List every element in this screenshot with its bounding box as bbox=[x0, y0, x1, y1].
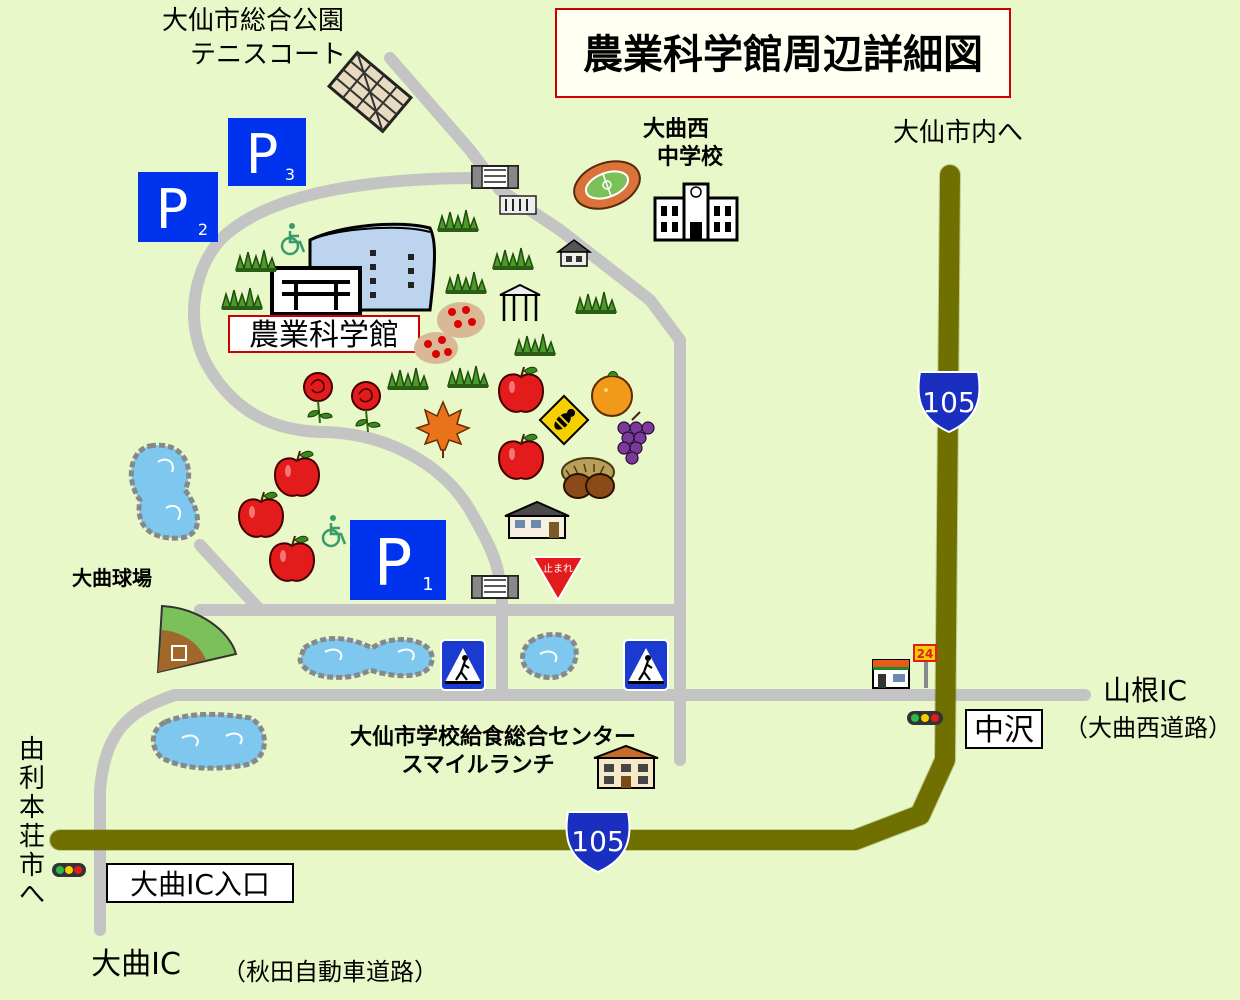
pond-icon bbox=[297, 636, 435, 680]
label-yamane-sub: （大曲西道路） bbox=[1064, 714, 1232, 742]
road-tennis-diagonal bbox=[384, 52, 686, 766]
label-akita-expressway: （秋田自動車道路） bbox=[222, 958, 438, 986]
label-nakazawa: 中沢 bbox=[974, 713, 1034, 748]
route-105-sign: 105 bbox=[565, 811, 631, 874]
crosswalk-sign-icon bbox=[622, 638, 670, 692]
svg-text:1: 1 bbox=[422, 574, 433, 595]
grass-icon bbox=[492, 247, 534, 271]
orange-icon bbox=[591, 371, 633, 417]
arbor-icon bbox=[499, 283, 541, 321]
convenience-store-icon: 24 bbox=[872, 644, 937, 689]
label-omagari-ic-entrance: 大曲IC入口 bbox=[130, 868, 270, 901]
chestnut-icon bbox=[561, 457, 615, 499]
label-to-yurihonjo: 由利本荘市へ bbox=[19, 735, 45, 910]
school-building-icon bbox=[653, 182, 739, 242]
svg-text:P: P bbox=[156, 178, 189, 241]
svg-text:3: 3 bbox=[285, 165, 295, 184]
stop-sign-icon: 止まれ bbox=[531, 556, 585, 602]
svg-text:2: 2 bbox=[198, 220, 208, 239]
label-to-daisen: 大仙市内へ bbox=[893, 118, 1023, 148]
flower-bed-icon bbox=[414, 302, 485, 364]
label-school-line2: 中学校 bbox=[657, 144, 724, 170]
nakazawa-label-box: 中沢 bbox=[965, 709, 1043, 749]
baseball-field-icon bbox=[156, 604, 238, 674]
grass-icon bbox=[221, 287, 263, 311]
bee-warning-icon bbox=[538, 394, 590, 446]
gate-icon bbox=[499, 195, 537, 215]
svg-text:P: P bbox=[374, 527, 413, 601]
rose-icon bbox=[351, 381, 381, 433]
map-title-box: 農業科学館周辺詳細図 bbox=[555, 8, 1011, 98]
apple-icon bbox=[498, 366, 544, 413]
road-left-diagonal bbox=[194, 539, 266, 616]
pond-icon bbox=[128, 442, 200, 541]
tennis-court-icon bbox=[326, 50, 414, 134]
svg-text:由利本荘市へ: 由利本荘市へ bbox=[19, 735, 45, 910]
wheelchair-icon bbox=[280, 221, 306, 256]
parking-p1: P 1 bbox=[350, 520, 446, 601]
grass-icon bbox=[437, 209, 479, 233]
house-icon bbox=[593, 744, 659, 789]
label-tennis-line2: テニスコート bbox=[190, 40, 346, 70]
grass-icon bbox=[445, 271, 487, 295]
parking-p2: P 2 bbox=[138, 172, 218, 242]
apple-icon bbox=[269, 535, 315, 582]
label-convenience-24: 24 bbox=[917, 647, 934, 661]
rose-icon bbox=[303, 372, 333, 424]
grass-icon bbox=[447, 365, 489, 389]
label-museum: 農業科学館 bbox=[249, 318, 399, 353]
traffic-light-icon bbox=[52, 863, 86, 877]
house-icon bbox=[504, 500, 570, 539]
label-lunch-center-line2: スマイルランチ bbox=[401, 753, 554, 778]
grape-icon bbox=[617, 411, 655, 465]
apple-icon bbox=[498, 433, 544, 480]
maple-leaf-icon bbox=[415, 400, 471, 458]
grass-icon bbox=[575, 291, 617, 315]
apple-icon bbox=[238, 491, 284, 538]
traffic-light-icon bbox=[907, 711, 943, 725]
museum-building-icon bbox=[270, 222, 436, 316]
svg-text:105: 105 bbox=[571, 825, 624, 858]
label-school-line1: 大曲西 bbox=[643, 117, 709, 142]
svg-text:P: P bbox=[246, 123, 279, 186]
gate-icon bbox=[471, 575, 519, 599]
grass-icon bbox=[514, 333, 556, 357]
road-to-omagari-ic bbox=[94, 689, 181, 936]
roads bbox=[94, 52, 1091, 936]
house-icon bbox=[555, 239, 593, 267]
label-stop-sign: 止まれ bbox=[543, 563, 573, 575]
label-yamane-ic: 山根IC bbox=[1103, 674, 1187, 707]
apple-icon bbox=[274, 450, 320, 497]
route-105-sign: 105 bbox=[917, 371, 981, 434]
grass-icon bbox=[387, 367, 429, 391]
label-ballpark: 大曲球場 bbox=[72, 566, 152, 590]
museum-label-box: 農業科学館 bbox=[228, 315, 420, 353]
label-tennis-line1: 大仙市総合公園 bbox=[162, 6, 344, 36]
wheelchair-icon bbox=[321, 513, 347, 548]
stadium-track-icon bbox=[573, 160, 641, 210]
grass-icon bbox=[235, 249, 277, 273]
label-lunch-center-line1: 大仙市学校給食総合センター bbox=[350, 724, 636, 750]
parking-p3: P 3 bbox=[228, 118, 306, 186]
gate-icon bbox=[471, 165, 519, 189]
pond-icon bbox=[520, 631, 579, 680]
road-loop bbox=[188, 172, 506, 596]
label-omagari-ic: 大曲IC bbox=[91, 947, 181, 982]
map-title: 農業科学館周辺詳細図 bbox=[583, 32, 983, 78]
svg-text:105: 105 bbox=[922, 386, 975, 419]
omagari-ic-entrance-box: 大曲IC入口 bbox=[106, 863, 294, 903]
crosswalk-sign-icon bbox=[439, 638, 487, 692]
pond-icon bbox=[150, 711, 267, 771]
